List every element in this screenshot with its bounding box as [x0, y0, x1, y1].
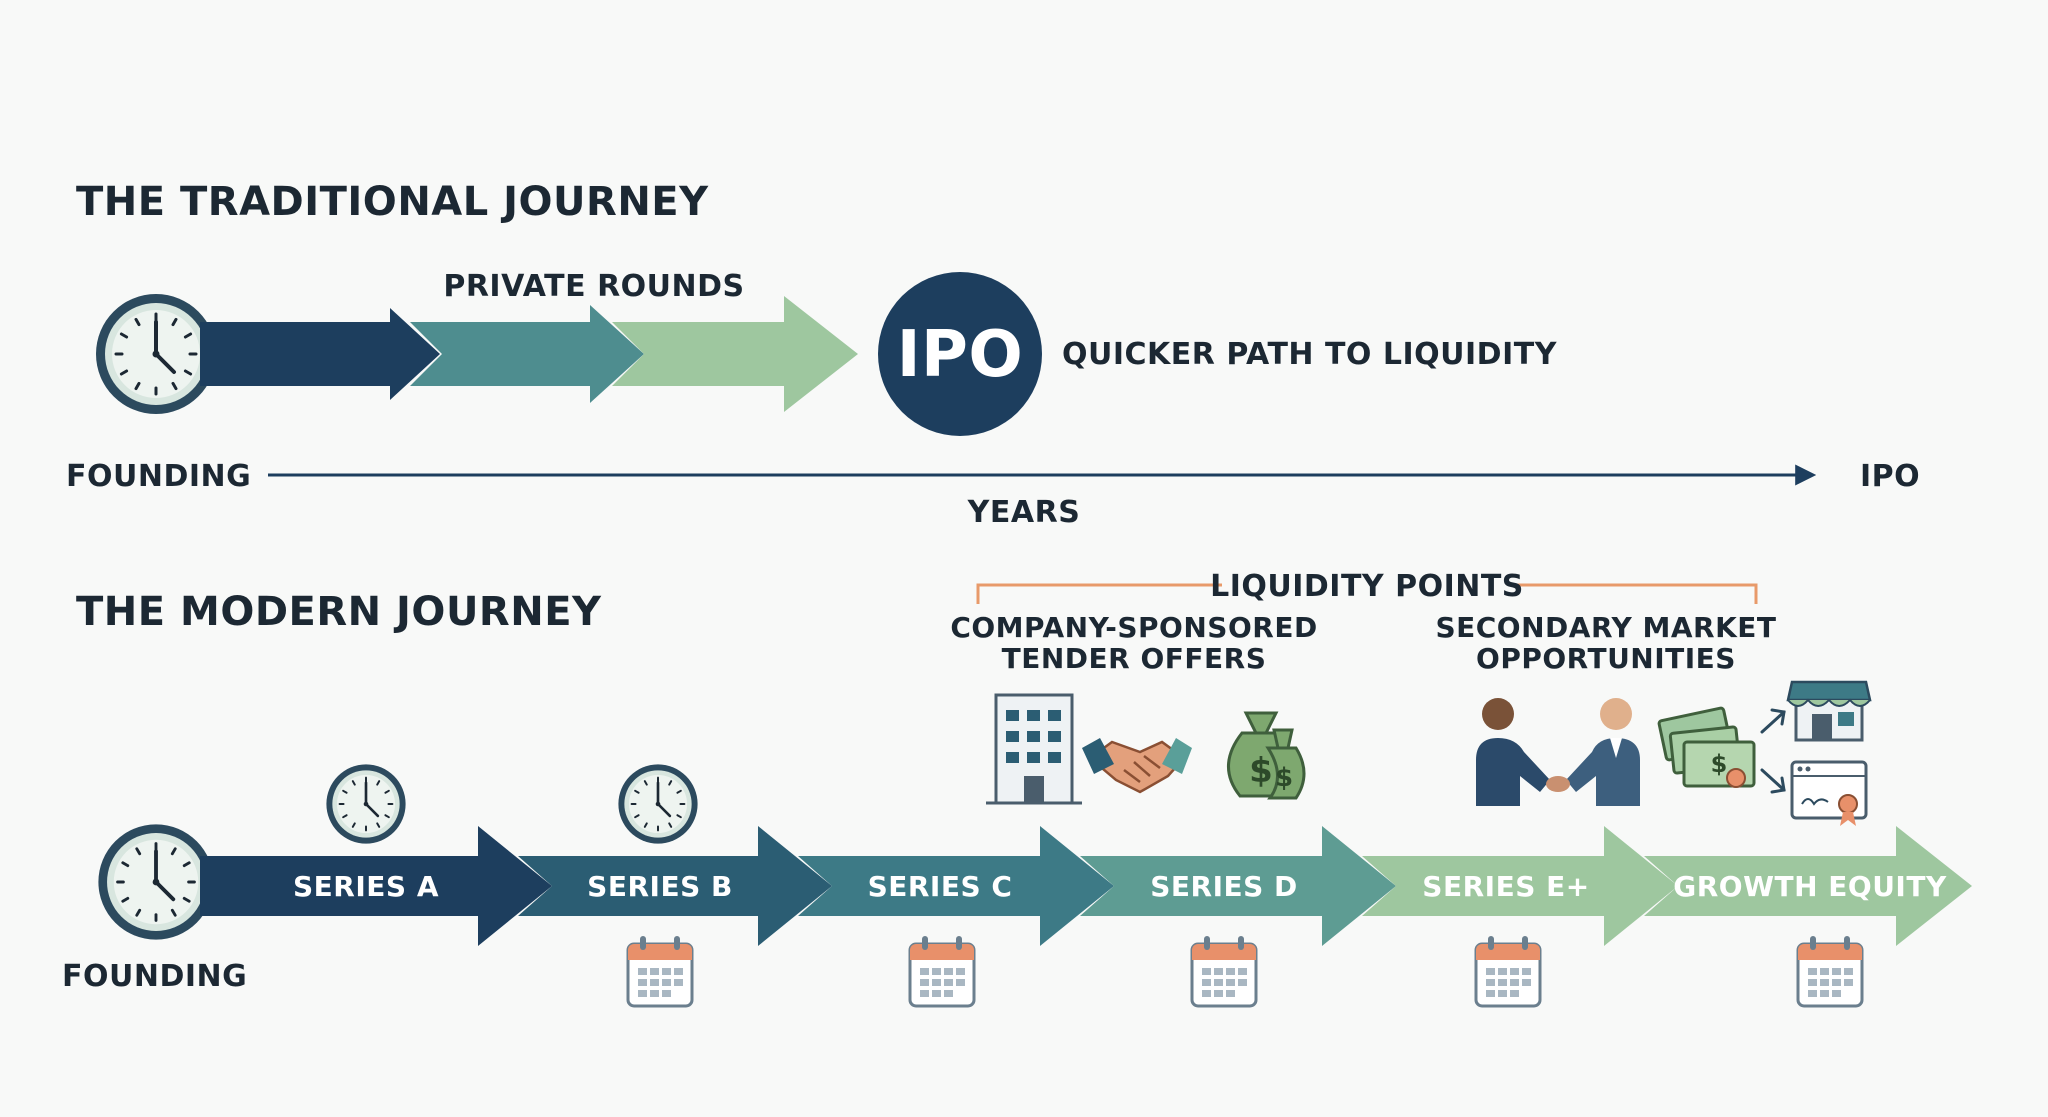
liquidity-bracket — [976, 583, 1758, 604]
traditional-arrow-segment-1 — [200, 308, 440, 400]
tender-offers-label-line1: COMPANY-SPONSORED — [950, 611, 1317, 644]
stage-arrow-series-a — [200, 826, 552, 946]
certificate-icon — [1790, 760, 1868, 826]
years-label: YEARS — [967, 495, 1081, 530]
stage-label-series-a: SERIES A — [293, 870, 439, 903]
axis-end-label: IPO — [1860, 459, 1920, 494]
cash-icon: $ — [1657, 706, 1756, 788]
traditional-arrow-segment-3 — [612, 296, 858, 412]
modern-heading: THE MODERN JOURNEY — [76, 589, 602, 635]
handshake-icon — [1082, 738, 1192, 794]
ipo-caption: QUICKER PATH TO LIQUIDITY — [1062, 337, 1558, 372]
svg-text:$: $ — [1711, 750, 1728, 778]
storefront-icon — [1786, 680, 1872, 742]
money-bag-icon: $ $ — [1227, 711, 1306, 800]
tender-offers-label-line2: TENDER OFFERS — [1002, 642, 1267, 675]
ipo-badge-text: IPO — [897, 318, 1024, 392]
traditional-arrow-segment-2 — [410, 305, 644, 403]
calendar-icon-series-c — [908, 934, 976, 1008]
office-building-icon — [986, 693, 1082, 805]
stage-label-growth-equity: GROWTH EQUITY — [1673, 870, 1947, 903]
stage-arrow-series-b — [518, 826, 832, 946]
down-arrow-icon — [1760, 768, 1786, 794]
series-a-clock-icon — [325, 763, 407, 845]
traditional-heading: THE TRADITIONAL JOURNEY — [76, 179, 709, 225]
svg-text:$: $ — [1275, 763, 1293, 793]
secondary-market-label-line1: SECONDARY MARKET — [1435, 611, 1776, 644]
calendar-icon-series-e — [1474, 934, 1542, 1008]
secondary-market-label-line2: OPPORTUNITIES — [1476, 642, 1736, 675]
ipo-badge: IPO — [878, 272, 1042, 436]
calendar-icon-series-b — [626, 934, 694, 1008]
stage-label-series-c: SERIES C — [868, 870, 1013, 903]
stage-label-series-e: SERIES E+ — [1422, 870, 1589, 903]
business-handshake-icon — [1476, 698, 1640, 806]
stage-arrow-series-c — [798, 826, 1114, 946]
up-arrow-icon — [1760, 708, 1786, 734]
modern-clock-icon — [96, 822, 216, 942]
stage-label-series-d: SERIES D — [1150, 870, 1298, 903]
liquidity-points-label: LIQUIDITY POINTS — [1210, 569, 1524, 604]
private-rounds-label: PRIVATE ROUNDS — [443, 269, 744, 304]
stage-arrow-series-d — [1080, 826, 1396, 946]
axis-start-label: FOUNDING — [66, 459, 251, 494]
traditional-clock-icon — [94, 292, 218, 416]
stage-arrow-growth-equity — [1644, 826, 1972, 946]
calendar-icon-series-d — [1190, 934, 1258, 1008]
modern-founding-label: FOUNDING — [62, 959, 247, 994]
calendar-icon-growth-equity — [1796, 934, 1864, 1008]
stage-label-series-b: SERIES B — [587, 870, 733, 903]
stage-arrow-series-e — [1362, 826, 1678, 946]
series-b-clock-icon — [617, 763, 699, 845]
svg-text:$: $ — [1249, 751, 1273, 791]
